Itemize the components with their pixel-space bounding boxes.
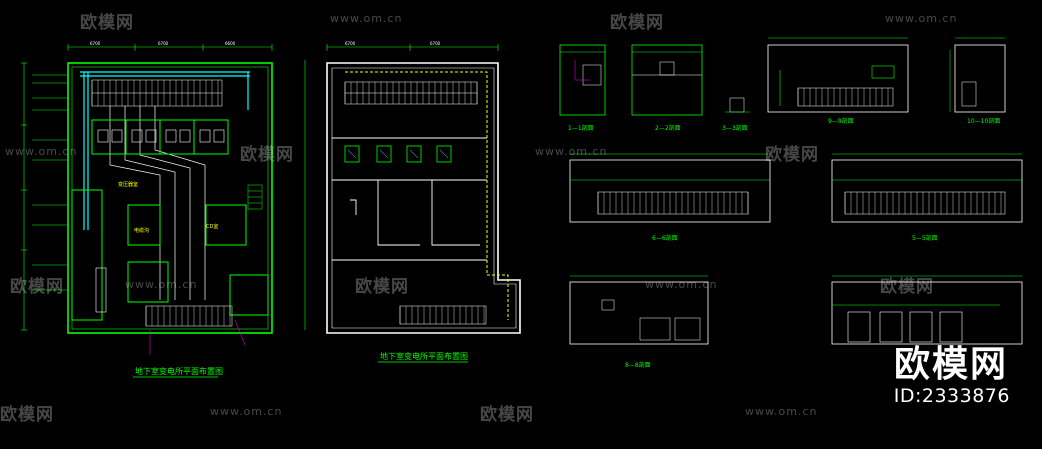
section-3-3: 3—3剖面 — [722, 97, 750, 132]
section-8-8: 8—8剖面 — [569, 275, 709, 369]
dim-label: 6700 — [345, 41, 356, 46]
section-label: 6—6剖面 — [652, 234, 678, 242]
dim-label: 6700 — [158, 41, 169, 46]
section-label: 1—1剖面 — [568, 124, 594, 132]
dim-label: 6700 — [430, 41, 441, 46]
section-label: 10—10剖面 — [967, 117, 1000, 125]
dim-label: 6600 — [225, 41, 236, 46]
brand-logo-text: 欧模网 — [893, 344, 1008, 385]
section-6-6: 6—6剖面 — [569, 153, 771, 242]
section-bottom-right — [831, 275, 1023, 345]
section-label: 2—2剖面 — [655, 124, 681, 132]
plan-title-right: 地下室变电所平面布置图 — [380, 351, 468, 361]
section-5-5: 5—5剖面 — [831, 153, 1023, 242]
section-10-10: 10—10剖面 — [949, 37, 1006, 125]
section-label: 9—9剖面 — [828, 117, 854, 125]
section-label: 3—3剖面 — [722, 124, 748, 132]
room-label: 变压器室 — [118, 181, 138, 188]
section-label: 5—5剖面 — [912, 234, 938, 242]
room-label: 电缆沟 — [134, 227, 149, 234]
section-2-2: 2—2剖面 — [631, 44, 703, 132]
section-9-9: 9—9剖面 — [767, 37, 909, 125]
floor-plan-left: 6700 6700 6600 — [21, 41, 273, 378]
dim-label: 6700 — [90, 41, 101, 46]
plan-title-left: 地下室变电所平面布置图 — [135, 366, 223, 376]
section-1-1: 1—1剖面 — [559, 44, 606, 132]
brand-id: ID:2333876 — [893, 385, 1010, 407]
room-label: CD室 — [206, 223, 218, 230]
floor-plan-right: 6700 6700 — [304, 41, 521, 363]
section-label: 8—8剖面 — [625, 361, 651, 369]
